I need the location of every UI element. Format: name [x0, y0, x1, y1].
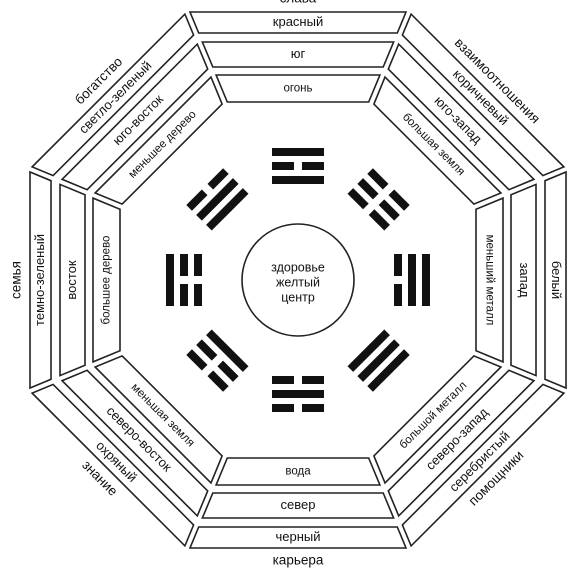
south-direction-cell [201, 41, 395, 68]
trigram-line-broken [347, 188, 369, 210]
west-color-cell [544, 170, 567, 390]
southeast-direction-cell [60, 42, 209, 191]
northeast-element-cell [93, 354, 224, 485]
east-color-label: темно-зеленый [32, 234, 47, 326]
center-label-center: центр [281, 290, 315, 304]
east-trigram [166, 254, 202, 306]
west-direction-label: запад [517, 262, 532, 297]
southeast-color-cell [30, 12, 195, 177]
center-circle [241, 223, 355, 337]
trigram-line-solid [272, 390, 324, 398]
north-direction-label: север [281, 497, 316, 512]
trigram-line-solid [272, 176, 324, 184]
trigram-line-broken [272, 404, 294, 412]
trigram-line-solid [347, 329, 390, 372]
northeast-trigram [186, 329, 249, 392]
trigram-line-solid [357, 339, 400, 382]
trigram-line-broken [368, 209, 390, 231]
east-direction-cell [59, 183, 86, 377]
trigram-line-solid [422, 254, 430, 306]
trigram-line-broken [394, 254, 402, 276]
east-color-cell [29, 170, 52, 390]
trigrams [166, 148, 430, 412]
north-trigram [272, 376, 324, 412]
northwest-color-cell [401, 383, 566, 548]
north-color-cell [188, 526, 408, 549]
southwest-element-cell [372, 75, 503, 206]
trigram-line-broken [217, 360, 239, 382]
northwest-element-cell [372, 354, 503, 485]
north-color-label: черный [275, 529, 320, 544]
trigram-line-solid [196, 178, 239, 221]
trigram-line-broken [194, 284, 202, 306]
west-element-label: меньший металл [483, 235, 495, 326]
octagon-rings [29, 11, 567, 549]
east-element-cell [92, 196, 121, 364]
north-element-cell [214, 457, 382, 486]
east-element-label: большее дерево [101, 236, 113, 325]
south-color-label: красный [273, 14, 323, 29]
north-element-label: вода [285, 466, 311, 478]
north-life-area-label: карьера [273, 553, 324, 568]
trigram-line-broken [367, 168, 389, 190]
southwest-trigram [347, 168, 410, 231]
northwest-direction-cell [387, 369, 536, 518]
southwest-color-cell [401, 12, 566, 177]
center-label-health: здоровье [271, 260, 325, 274]
south-color-cell [188, 11, 408, 34]
trigram-line-broken [302, 162, 324, 170]
southeast-trigram [186, 168, 249, 231]
trigram-line-solid [206, 188, 249, 231]
south-direction-label: юг [291, 46, 306, 61]
northeast-color-cell [30, 383, 195, 548]
west-color-label: белый [549, 261, 564, 299]
trigram-line-solid [367, 349, 410, 392]
east-life-area-label: семья [9, 261, 24, 299]
trigram-line-broken [194, 254, 202, 276]
trigram-line-broken [196, 339, 218, 361]
trigram-line-broken [302, 404, 324, 412]
trigram-line-broken [207, 168, 229, 190]
trigram-line-broken [207, 370, 229, 392]
west-trigram [394, 254, 430, 306]
south-element-cell [214, 74, 382, 103]
west-element-cell [475, 196, 504, 364]
trigram-line-broken [272, 162, 294, 170]
southwest-direction-cell [387, 42, 536, 191]
northwest-trigram [347, 329, 410, 392]
trigram-line-broken [186, 189, 208, 211]
trigram-line-broken [394, 284, 402, 306]
southeast-element-cell [93, 75, 224, 206]
trigram-line-solid [206, 329, 249, 372]
trigram-line-broken [388, 189, 410, 211]
north-direction-cell [201, 492, 395, 519]
trigram-line-broken [180, 284, 188, 306]
center-label-color: желтый [276, 275, 320, 289]
trigram-line-solid [166, 254, 174, 306]
east-direction-label: восток [64, 260, 79, 300]
trigram-line-solid [272, 148, 324, 156]
south-element-label: огонь [283, 83, 312, 95]
trigram-line-broken [378, 199, 400, 221]
trigram-line-broken [186, 349, 208, 371]
northeast-direction-cell [60, 369, 209, 518]
trigram-line-broken [302, 376, 324, 384]
south-life-area-label: слава [280, 0, 317, 6]
trigram-line-broken [180, 254, 188, 276]
trigram-line-broken [272, 376, 294, 384]
west-direction-cell [510, 183, 537, 377]
trigram-line-broken [357, 178, 379, 200]
south-trigram [272, 148, 324, 184]
trigram-line-solid [408, 254, 416, 306]
